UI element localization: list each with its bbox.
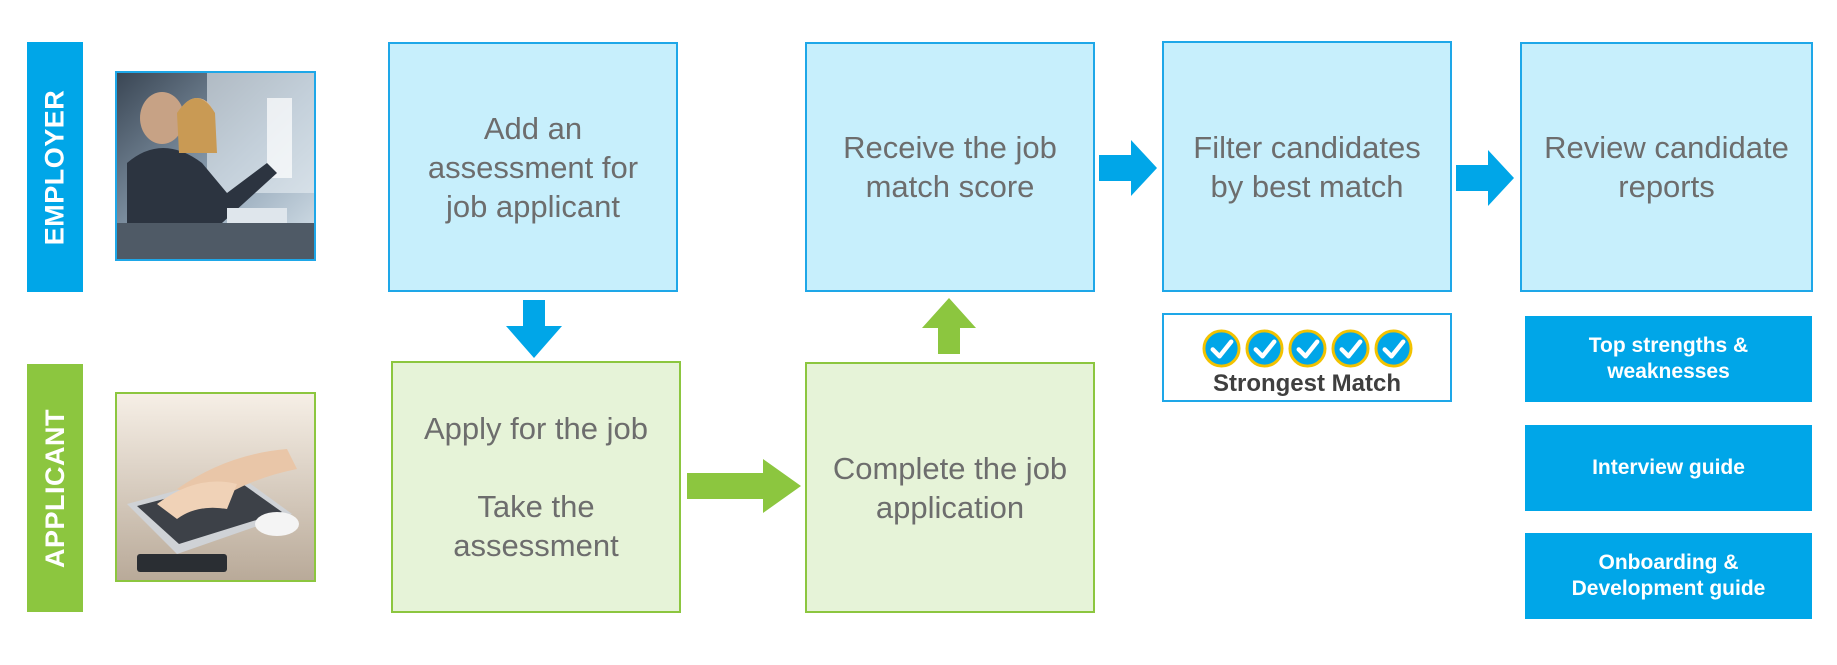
step-complete-application: Complete the job application	[805, 362, 1095, 613]
step-receive-score-line2: match score	[865, 169, 1035, 204]
report-strengths-weaknesses: Top strengths & weaknesses	[1525, 316, 1812, 402]
report-onboarding-guide: Onboarding & Development guide	[1525, 533, 1812, 619]
arrow-right-blue-icon	[1099, 140, 1157, 196]
strongest-match-badge: Strongest Match	[1162, 313, 1452, 402]
check-circle-icon	[1373, 329, 1413, 368]
arrow-right-green-icon	[687, 459, 801, 513]
employer-lane-text: EMPLOYER	[39, 89, 70, 245]
step-review-line1: Review candidate	[1544, 130, 1789, 165]
match-checks	[1201, 329, 1413, 368]
report-interview-line1: Interview guide	[1592, 456, 1745, 479]
arrow-down-icon	[506, 300, 562, 358]
step-apply-line1: Apply for the job	[423, 411, 649, 446]
check-circle-icon	[1244, 329, 1284, 368]
step-add-assessment-line1: Add an	[483, 110, 583, 146]
employer-lane-label: EMPLOYER	[27, 42, 83, 292]
step-filter-candidates: Filter candidates by best match	[1162, 41, 1452, 292]
step-receive-score-line1: Receive the job	[843, 130, 1057, 165]
check-circle-icon	[1330, 329, 1370, 368]
applicant-photo	[115, 392, 316, 582]
applicant-lane-label: APPLICANT	[27, 364, 83, 612]
step-filter-line1: Filter candidates	[1193, 129, 1421, 165]
arrow-right-blue-icon	[1456, 150, 1514, 206]
report-interview-guide: Interview guide	[1525, 425, 1812, 511]
step-add-assessment-line3: job applicant	[445, 188, 621, 224]
step-complete-line2: application	[875, 489, 1025, 525]
report-onboarding-line2: Development guide	[1571, 577, 1766, 600]
strongest-match-label: Strongest Match	[1212, 370, 1401, 397]
step-take-line2: assessment	[453, 528, 619, 563]
step-add-assessment-line2: assessment for	[427, 149, 639, 185]
step-filter-line2: by best match	[1210, 168, 1404, 204]
employer-photo	[115, 71, 316, 261]
check-circle-icon	[1287, 329, 1327, 368]
step-complete-line1: Complete the job	[832, 450, 1068, 486]
step-apply-take: Apply for the job Take the assessment	[391, 361, 681, 613]
step-receive-score: Receive the job match score	[805, 42, 1095, 292]
step-add-assessment: Add an assessment for job applicant	[388, 42, 678, 292]
report-strengths-line2: weaknesses	[1607, 360, 1730, 383]
arrow-up-icon	[922, 298, 976, 354]
applicant-lane-text: APPLICANT	[39, 408, 70, 568]
report-strengths-line1: Top strengths &	[1588, 334, 1749, 357]
check-circle-icon	[1201, 329, 1241, 368]
report-onboarding-line1: Onboarding &	[1598, 551, 1739, 574]
step-take-line1: Take the	[477, 489, 595, 524]
step-review-line2: reports	[1618, 169, 1715, 204]
step-review-reports: Review candidate reports	[1520, 42, 1813, 292]
